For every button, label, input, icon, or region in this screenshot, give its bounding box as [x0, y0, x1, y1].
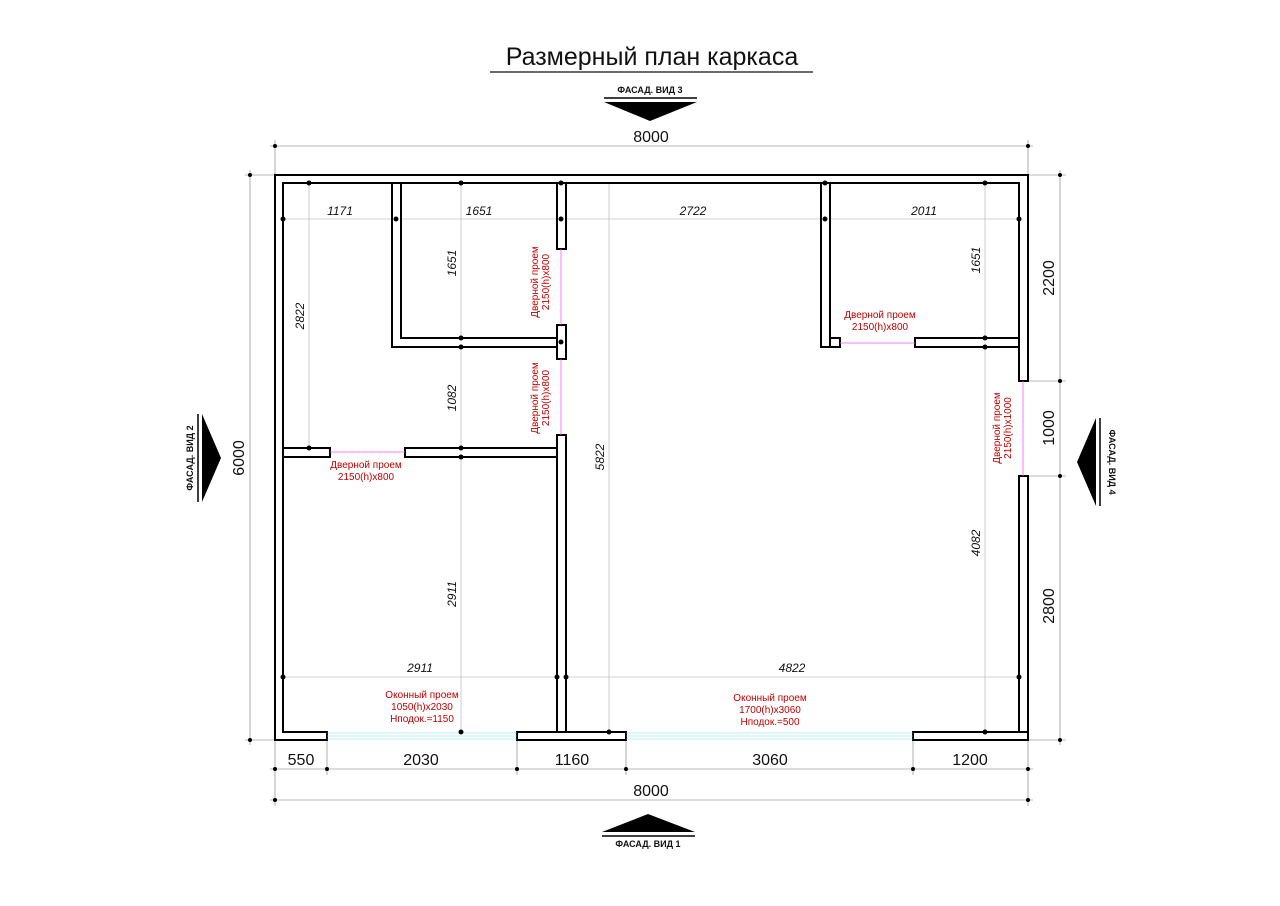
- dim-inner-top: 1651: [466, 204, 493, 218]
- dim-inner-vertical: 2822: [293, 302, 307, 330]
- dim-inner-vertical: 1082: [445, 384, 459, 411]
- opening-sill-height: Hподок.=500: [740, 717, 799, 728]
- opening-label: Дверной проем: [530, 246, 541, 318]
- opening-sill-height: Hподок.=1150: [390, 714, 454, 725]
- opening-label: Дверной проем: [330, 460, 402, 471]
- plan-title: Размерный план каркаса: [506, 43, 799, 71]
- opening-size: 2150(h)x800: [541, 253, 552, 310]
- opening-label: Оконный проем: [733, 693, 807, 704]
- door-opening-right-wall: Дверной проем 2150(h)x1000: [992, 392, 1014, 464]
- dim-right-segment: 2800: [1041, 588, 1058, 624]
- wall-room-right: [820, 182, 831, 348]
- door-opening-lower: Дверной проем 2150(h)x800: [530, 362, 552, 434]
- wall-partition-lower: [556, 434, 567, 733]
- dim-inner-top: 2722: [679, 204, 707, 218]
- window-opening-right: Оконный проем 1700(h)x3060 Hподок.=500: [733, 693, 807, 728]
- door-opening-left: Дверной проем 2150(h)x800: [330, 460, 402, 483]
- facade-right-label: ФАСАД. ВИД 4: [1107, 429, 1117, 494]
- dim-left-total: 6000: [231, 440, 248, 476]
- facade-left-marker: ФАСАД. ВИД 2: [185, 414, 221, 502]
- facade-right-marker: ФАСАД. ВИД 4: [1077, 418, 1117, 506]
- opening-size: 2150(h)x1000: [1003, 397, 1014, 459]
- dim-inner-vertical: 2911: [445, 581, 459, 608]
- outer-dimension-ticks: [248, 144, 1062, 802]
- dim-bottom-segment: 2030: [403, 752, 439, 769]
- wall-hall-left: [282, 447, 331, 458]
- dim-inner-vertical: 1651: [969, 247, 983, 274]
- wall-room-right-stub: [829, 337, 841, 348]
- opening-size: 1050(h)x2030: [391, 702, 453, 713]
- wall-room-right-bottom: [914, 337, 1020, 348]
- opening-label: Дверной проем: [992, 392, 1003, 464]
- dim-bottom-segment: 3060: [752, 752, 788, 769]
- frame-walls: [274, 174, 1029, 741]
- dim-bottom-segment: 1200: [952, 752, 988, 769]
- wall-partition-upper: [556, 182, 567, 250]
- facade-left-label: ФАСАД. ВИД 2: [185, 425, 195, 490]
- dim-inner-vertical: 4082: [969, 529, 983, 556]
- door-opening-right-room: Дверной проем 2150(h)x800: [844, 310, 916, 333]
- facade-bottom-marker: ФАСАД. ВИД 1: [602, 814, 695, 849]
- dim-inner-bottom: 4822: [779, 661, 806, 675]
- wall-hall-right: [404, 447, 558, 458]
- opening-lines: [327, 249, 1024, 740]
- outer-wall-right-lower: [1018, 475, 1029, 741]
- dim-inner-top: 1171: [327, 204, 353, 218]
- dim-inner-bottom: 2911: [406, 661, 433, 675]
- dim-inner-top: 2011: [910, 204, 937, 218]
- outer-wall-bottom-right: [912, 731, 1029, 741]
- opening-size: 2150(h)x800: [852, 322, 909, 333]
- facade-bottom-arrow-icon: [602, 814, 695, 832]
- dim-bottom-segment: 550: [288, 752, 315, 769]
- facade-top-marker: ФАСАД. ВИД 3: [604, 85, 697, 121]
- opening-size: 2150(h)x800: [541, 369, 552, 426]
- dim-bottom-segment: 1160: [555, 752, 590, 769]
- dim-inner-vertical: 1651: [445, 250, 459, 277]
- outer-wall: [274, 174, 1029, 741]
- frame-node-points: [280, 180, 1022, 735]
- dim-bottom-total: 8000: [633, 783, 669, 800]
- dim-right-segment: 1000: [1041, 410, 1058, 446]
- facade-left-arrow-icon: [202, 414, 221, 502]
- door-opening-upper: Дверной проем 2150(h)x800: [530, 246, 552, 318]
- facade-bottom-label: ФАСАД. ВИД 1: [615, 839, 680, 849]
- facade-right-arrow-icon: [1077, 418, 1096, 506]
- opening-label: Оконный проем: [385, 690, 459, 701]
- opening-size: 1700(h)x3060: [739, 705, 801, 716]
- opening-label: Дверной проем: [844, 310, 916, 321]
- window-opening-left: Оконный проем 1050(h)x2030 Hподок.=1150: [385, 690, 459, 725]
- dim-top-total: 8000: [633, 129, 669, 146]
- facade-top-label: ФАСАД. ВИД 3: [617, 85, 682, 95]
- opening-size: 2150(h)x800: [338, 472, 395, 483]
- facade-top-arrow-icon: [604, 102, 697, 121]
- dim-right-segment: 2200: [1041, 260, 1058, 296]
- opening-label: Дверной проем: [530, 362, 541, 434]
- dim-inner-vertical: 5822: [593, 443, 607, 470]
